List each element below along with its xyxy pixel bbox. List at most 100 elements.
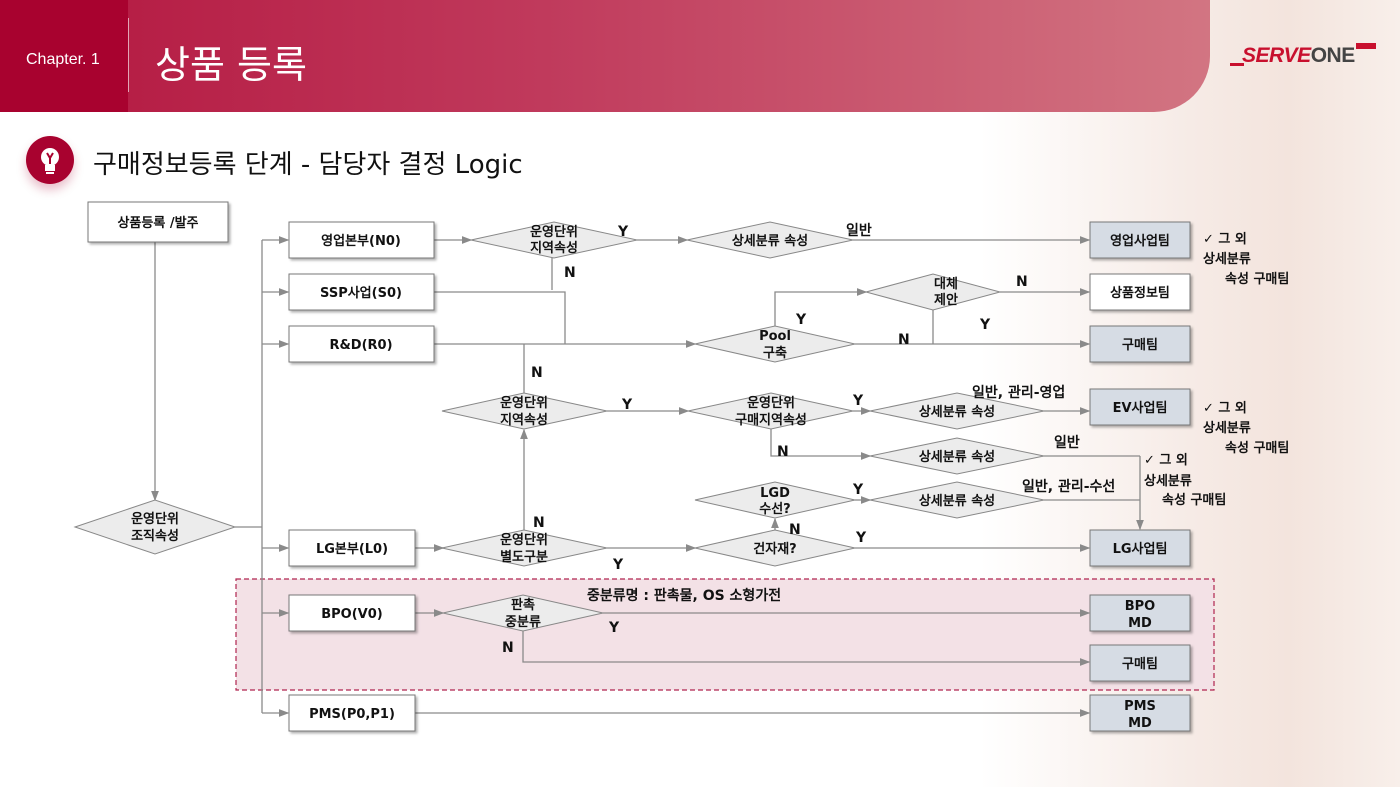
svg-text:Y: Y [617,224,629,240]
svg-text:제안: 제안 [934,292,958,308]
svg-text:LG본부(L0): LG본부(L0) [316,542,388,557]
team-purchase-2: 구매팀 [1089,644,1191,682]
svg-text:N: N [789,522,801,538]
team-ev: EV사업팀 [1089,388,1191,426]
svg-text:일반: 일반 [846,222,872,239]
team-sales: 영업사업팀 [1089,221,1191,259]
chapter-label: Chapter. 1 [26,51,100,68]
svg-text:상세분류 속성: 상세분류 속성 [919,405,995,420]
svg-text:지역속성: 지역속성 [500,412,548,428]
edge-labels: Y 일반 N N Y Y N N 일반, 관리-영업 Y Y 일반 N 일반, … [502,222,1115,656]
svg-text:✓ 그 외: ✓ 그 외 [1203,400,1247,416]
svg-text:중분류명 : 판촉물, OS 소형가전: 중분류명 : 판촉물, OS 소형가전 [587,587,781,604]
svg-text:MD: MD [1128,616,1152,631]
svg-text:Y: Y [621,397,633,413]
header-band [0,0,1210,112]
svg-text:BPO(V0): BPO(V0) [321,607,382,622]
svg-text:상세분류: 상세분류 [1203,421,1251,436]
svg-text:상세분류 속성: 상세분류 속성 [919,494,995,509]
svg-text:대체: 대체 [934,277,958,292]
header-divider [128,18,129,92]
start-box: 상품등록 /발주 [87,201,229,243]
svg-text:상세분류: 상세분류 [1203,252,1251,267]
svg-text:LGD: LGD [760,486,790,501]
svg-text:지역속성: 지역속성 [530,240,578,256]
svg-text:운영단위: 운영단위 [530,224,578,240]
decision-detail-attribute-1: 상세분류 속성 [686,221,854,259]
svg-text:중분류: 중분류 [505,615,541,630]
svg-text:SSP사업(S0): SSP사업(S0) [320,285,402,301]
connectors [151,236,1144,717]
svg-text:Y: Y [855,530,867,546]
division-pms: PMS(P0,P1) [288,694,416,732]
svg-text:일반, 관리-영업: 일반, 관리-영업 [972,384,1065,401]
svg-text:Y: Y [795,312,807,328]
svg-text:N: N [898,332,910,348]
svg-text:Y: Y [608,620,620,636]
svg-text:운영단위: 운영단위 [747,395,795,411]
svg-text:운영단위: 운영단위 [500,532,548,548]
svg-text:별도구분: 별도구분 [500,549,548,565]
team-purchase-1: 구매팀 [1089,325,1191,363]
svg-text:✓ 그 외: ✓ 그 외 [1144,452,1188,468]
division-lg: LG본부(L0) [288,529,416,567]
division-ssp: SSP사업(S0) [288,273,435,311]
svg-text:Y: Y [852,482,864,498]
decision-building-material: 건자재? [694,529,856,567]
svg-text:N: N [1016,274,1028,290]
svg-text:일반, 관리-수선: 일반, 관리-수선 [1022,478,1115,495]
svg-text:속성 구매팀: 속성 구매팀 [1225,272,1289,287]
svg-text:N: N [531,365,543,381]
svg-text:운영단위: 운영단위 [131,511,179,527]
svg-text:LG사업팀: LG사업팀 [1113,541,1168,557]
svg-text:상품등록 /발주: 상품등록 /발주 [117,215,198,231]
svg-text:EV사업팀: EV사업팀 [1113,400,1168,416]
division-sales: 영업본부(N0) [288,221,435,259]
lightbulb-icon [26,136,74,184]
svg-text:영업본부(N0): 영업본부(N0) [321,234,401,249]
svg-text:BPO: BPO [1125,599,1156,614]
decision-detail-attribute-2: 상세분류 속성 [869,392,1045,430]
section-subtitle: 구매정보등록 단계 - 담당자 결정 Logic [93,150,523,180]
svg-text:영업사업팀: 영업사업팀 [1110,233,1170,249]
svg-text:N: N [533,515,545,531]
header-chapter-block [0,0,128,112]
svg-text:Y: Y [612,557,624,573]
svg-text:구매팀: 구매팀 [1122,338,1158,353]
decision-detail-attribute-3: 상세분류 속성 [869,437,1045,475]
team-lg: LG사업팀 [1089,529,1191,567]
svg-text:건자재?: 건자재? [753,541,796,557]
svg-text:R&D(R0): R&D(R0) [329,338,392,353]
svg-text:구매팀: 구매팀 [1122,657,1158,672]
svg-text:구매지역속성: 구매지역속성 [735,412,807,428]
svg-text:Pool: Pool [759,329,791,344]
svg-text:수선?: 수선? [759,501,790,517]
division-rnd: R&D(R0) [288,325,435,363]
division-bpo: BPO(V0) [288,594,416,632]
decision-detail-attribute-4: 상세분류 속성 [869,481,1045,519]
team-bpo-md: BPO MD [1089,594,1191,632]
svg-text:Y: Y [852,393,864,409]
svg-text:구축: 구축 [763,345,787,361]
svg-text:상품정보팀: 상품정보팀 [1110,285,1170,301]
svg-text:속성 구매팀: 속성 구매팀 [1225,441,1289,456]
note-sales: ✓ 그 외 상세분류 속성 구매팀 [1203,231,1289,287]
svg-text:판촉: 판촉 [511,597,535,613]
svg-text:PMS: PMS [1124,699,1156,714]
svg-text:상세분류: 상세분류 [1144,474,1192,489]
svg-text:상세분류 속성: 상세분류 속성 [732,234,808,249]
serveone-logo: SERVEONE [1230,43,1376,68]
page-title: 상품 등록 [155,43,307,87]
svg-text:상세분류 속성: 상세분류 속성 [919,450,995,465]
